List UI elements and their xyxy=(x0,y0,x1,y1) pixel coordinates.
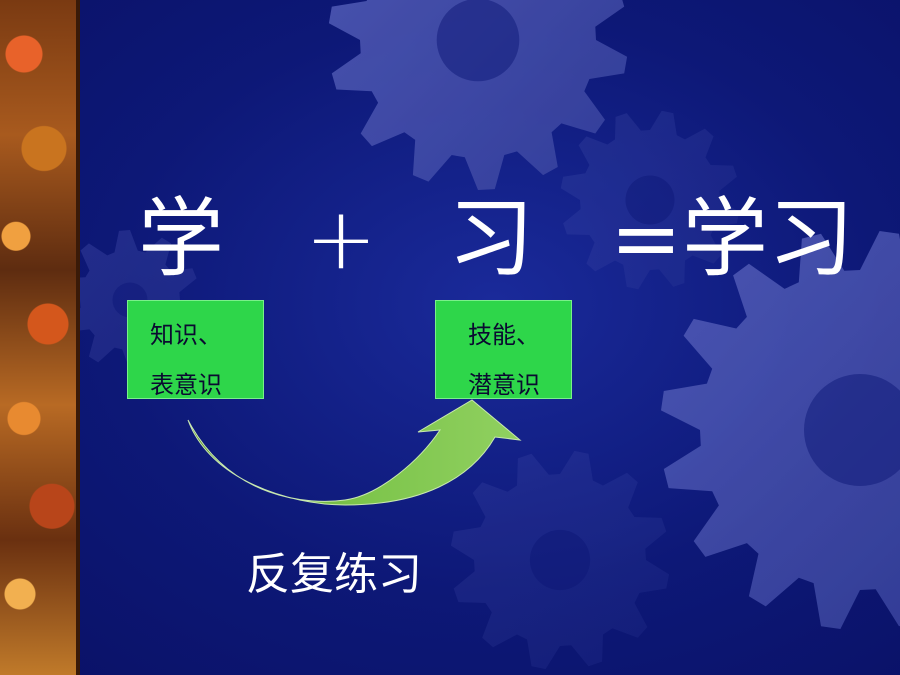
gear-shape-1 xyxy=(661,231,900,629)
skill-box-line1: 技能、 xyxy=(468,321,540,349)
curved-arrow-icon xyxy=(187,399,522,506)
decorative-side-strip xyxy=(0,0,80,675)
knowledge-box: 知识、 表意识 xyxy=(127,300,264,399)
skill-box: 技能、 潜意识 xyxy=(435,300,572,399)
plus-sign: + xyxy=(305,189,378,289)
gear-hole-4 xyxy=(529,529,591,591)
knowledge-box-line1: 知识、 xyxy=(150,321,222,349)
term-xi: 习 xyxy=(448,189,534,289)
term-xue: 学 xyxy=(138,189,224,289)
gear-shape-4 xyxy=(450,450,670,670)
result-xuexi: =学习 xyxy=(610,189,855,289)
gear-hole-1 xyxy=(804,374,900,486)
gear-hole-0 xyxy=(436,0,520,82)
gear-shape-3 xyxy=(560,110,740,290)
caption-repeated-practice: 反复练习 xyxy=(246,549,422,600)
gear-shape-0 xyxy=(328,0,628,190)
knowledge-box-line2: 表意识 xyxy=(150,371,222,399)
gear-hole-3 xyxy=(625,175,675,225)
skill-box-line2: 潜意识 xyxy=(468,371,540,399)
gear-shapes xyxy=(60,0,900,670)
